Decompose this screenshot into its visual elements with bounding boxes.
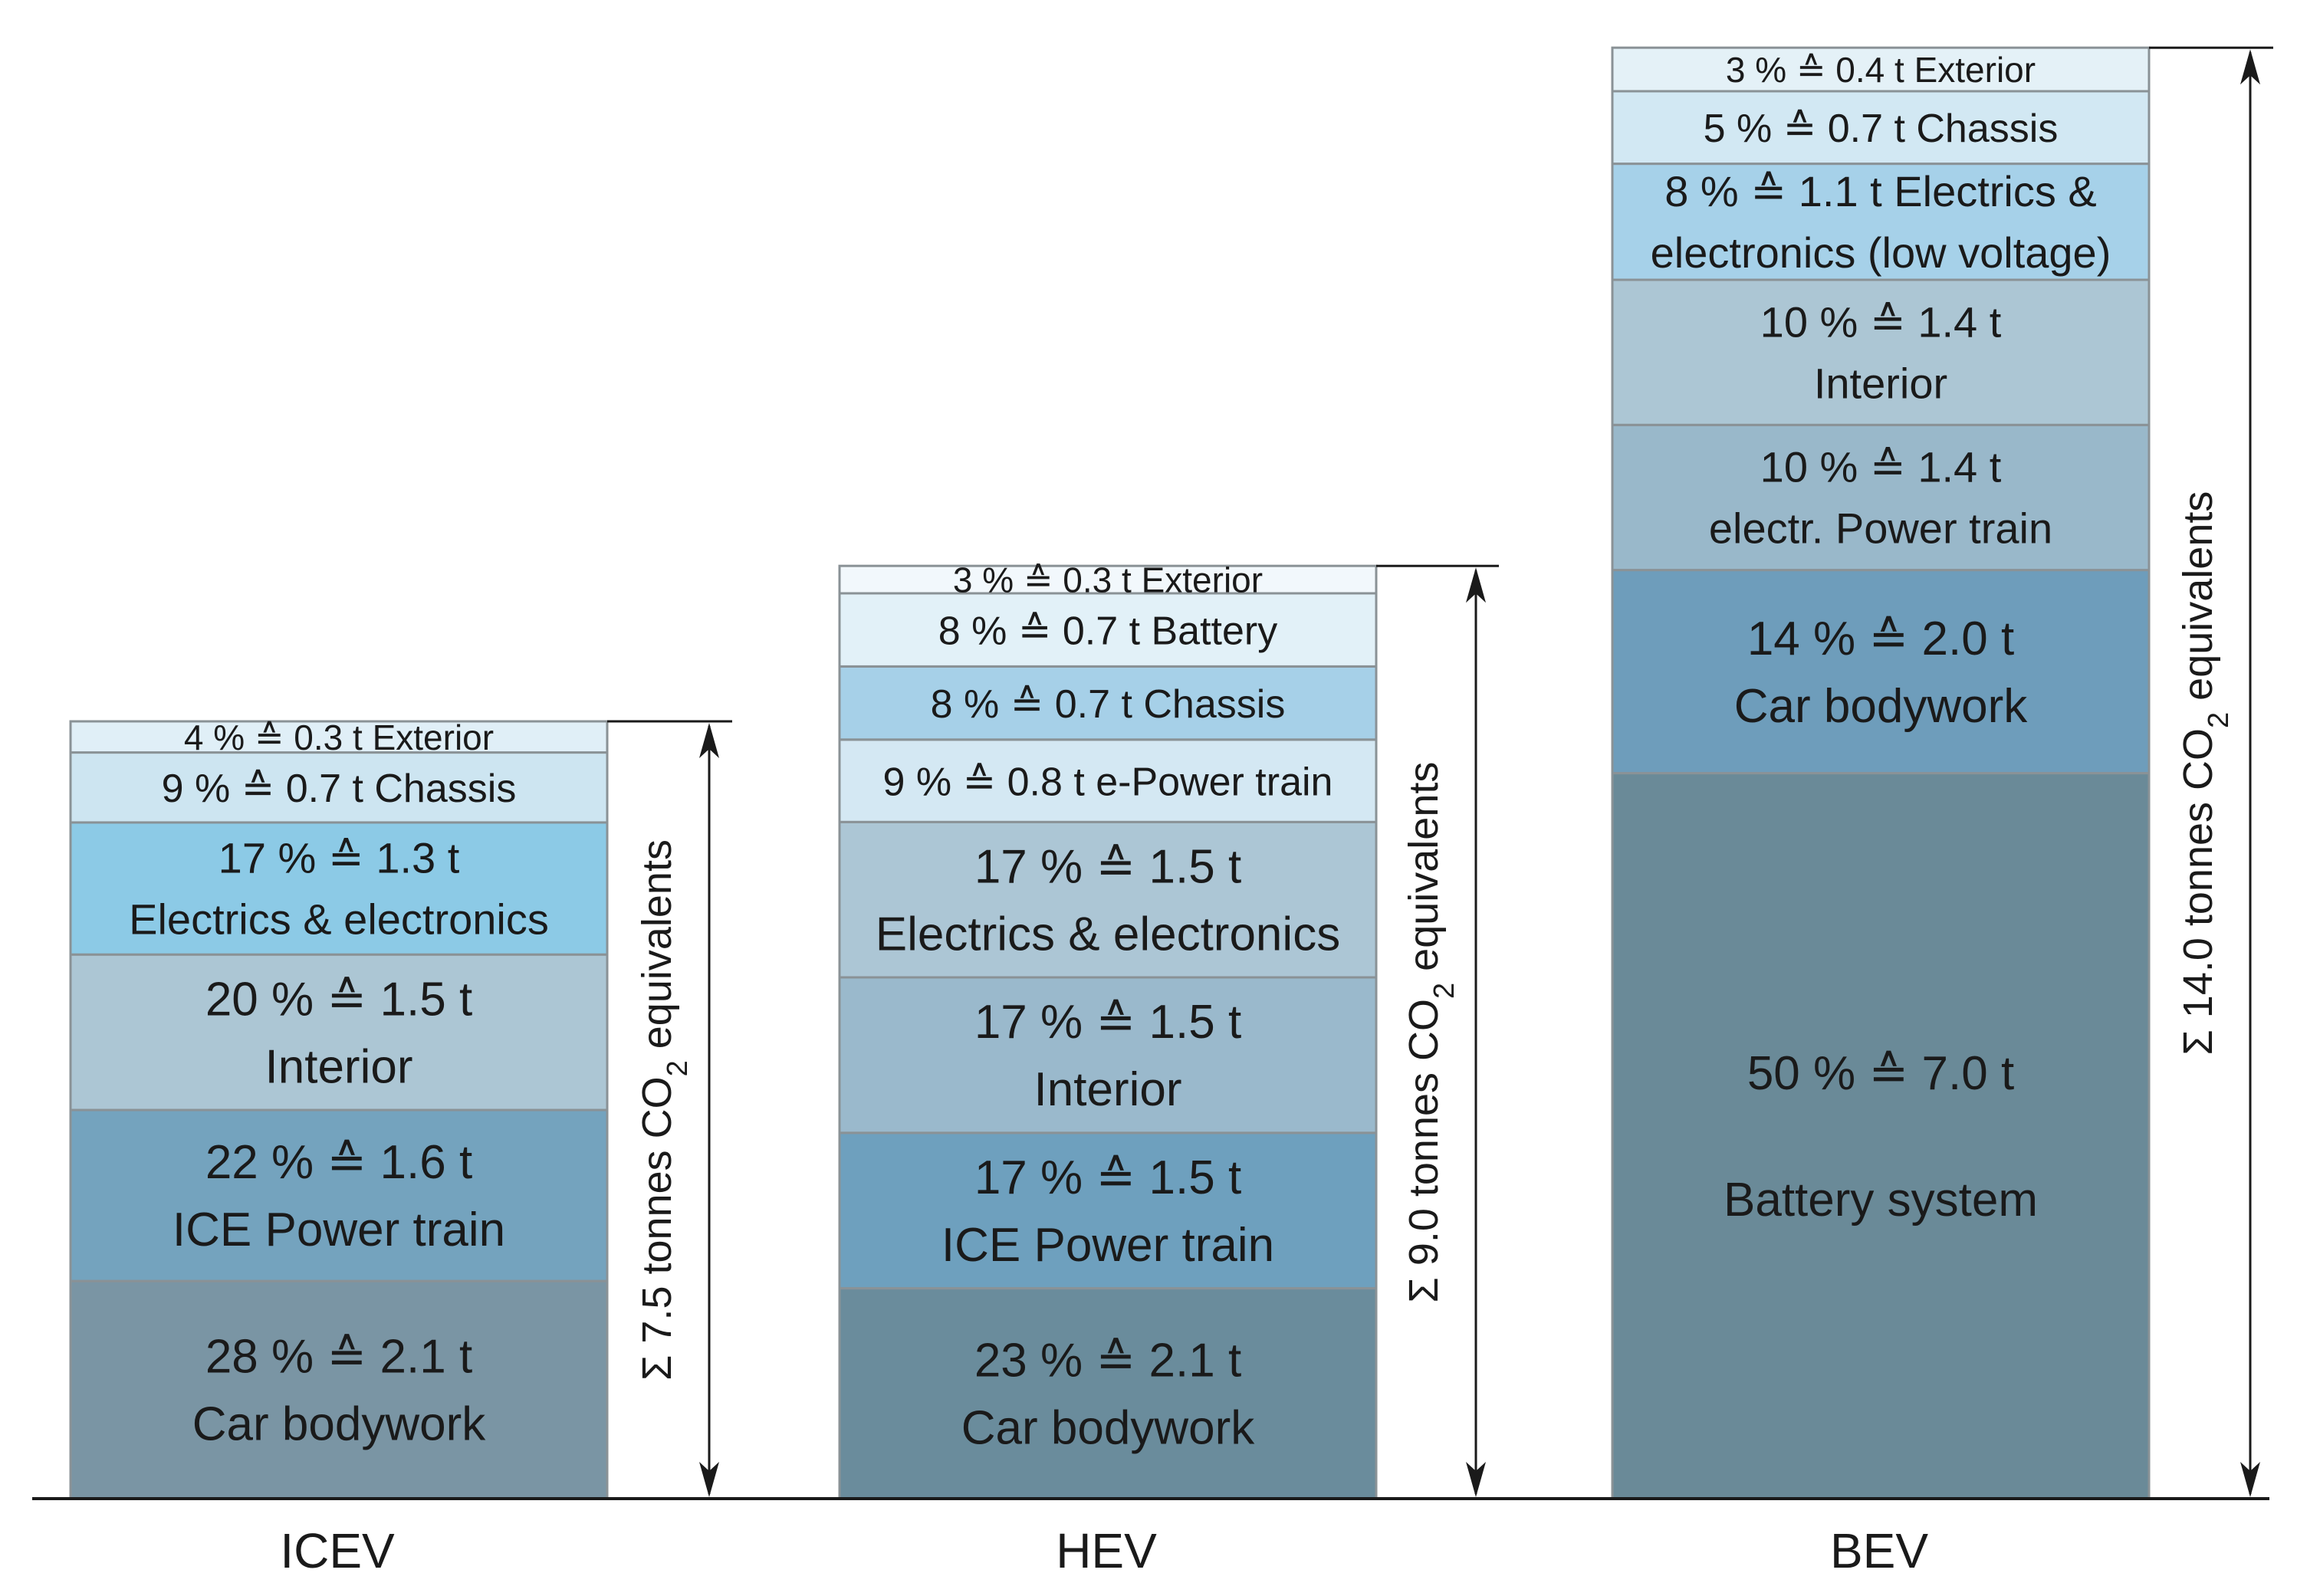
stack-hev: 23 % ≙ 2.1 t Car bodywork 17 % ≙ 1.5 t ICE …: [838, 560, 1378, 1500]
total-label-subscript: 2: [662, 1060, 694, 1076]
segment-value-label: 14 % ≙ 2.0 t: [1747, 612, 2014, 665]
total-label-main: Σ 14.0 tonnes CO: [2175, 728, 2221, 1056]
total-label-suffix: equivalents: [1401, 762, 1447, 983]
total-label-subscript: 2: [2203, 712, 2235, 728]
segment-name-label: Interior: [265, 1040, 413, 1093]
segment-value-label: 17 % ≙ 1.5 t: [974, 996, 1241, 1049]
segment-label: 4 % ≙ 0.3 t Exterior: [184, 718, 494, 757]
arrow-head-down-icon: [2240, 1462, 2260, 1497]
category-label-icev: ICEV: [280, 1523, 395, 1578]
segment-value-label: 28 % ≙ 2.1 t: [205, 1331, 472, 1384]
bar-segment-interior: [69, 953, 609, 1112]
segment-label: 3 % ≙ 0.4 t Exterior: [1726, 50, 2036, 90]
total-label-subscript: 2: [1428, 983, 1461, 999]
segment-label: 8 % ≙ 0.7 t Battery: [938, 609, 1277, 653]
segment-name-label: Car bodywork: [1734, 680, 2028, 733]
arrow-head-down-icon: [1466, 1462, 1486, 1497]
bar-segment-electrics-electronics-low-voltage: [1611, 163, 2151, 281]
segment-value-label: 23 % ≙ 2.1 t: [974, 1335, 1241, 1387]
bar-segment-car-bodywork: [69, 1279, 609, 1500]
bars-layer: 28 % ≙ 2.1 t Car bodywork 22 % ≙ 1.6 t ICE …: [69, 46, 2151, 1500]
stack-bev: 50 % ≙ 7.0 t Battery system 14 % ≙ 2.0 t Ca…: [1611, 46, 2151, 1500]
segment-value-label: 50 % ≙ 7.0 t: [1747, 1047, 2014, 1100]
total-label-suffix: equivalents: [2175, 491, 2221, 712]
bar-segment-exterior: [838, 564, 1378, 595]
segment-label: 5 % ≙ 0.7 t Chassis: [1704, 107, 2059, 151]
total-label-main: Σ 7.5 tonnes CO: [634, 1076, 680, 1381]
segment-name-label: Car bodywork: [192, 1398, 486, 1451]
arrow-head-up-icon: [2240, 49, 2260, 85]
segment-label: 9 % ≙ 0.7 t Chassis: [162, 767, 517, 811]
segment-label: 8 % ≙ 0.7 t Chassis: [931, 682, 1286, 727]
arrow-head-down-icon: [699, 1462, 719, 1497]
segment-value-label: 17 % ≙ 1.3 t: [219, 834, 460, 882]
bar-segment-ice-power-train: [838, 1131, 1378, 1290]
bar-segment-e-power-train: [838, 738, 1378, 823]
bar-segment-electr-power-train: [1611, 423, 2151, 572]
stack-icev: 28 % ≙ 2.1 t Car bodywork 22 % ≙ 1.6 t ICE …: [69, 718, 609, 1500]
bar-segment-chassis: [69, 751, 609, 824]
arrow-head-up-icon: [1466, 567, 1486, 603]
segment-name-label: Battery system: [1724, 1174, 2038, 1227]
segment-value-label: 22 % ≙ 1.6 t: [205, 1136, 472, 1189]
segment-name-label: Interior: [1814, 359, 1947, 407]
segment-label: 9 % ≙ 0.8 t e-Power train: [883, 760, 1333, 804]
total-annotation-hev: Σ 9.0 tonnes CO2 equivalents: [1376, 564, 1499, 1497]
arrow-head-up-icon: [699, 723, 719, 758]
segment-value-label: 17 % ≙ 1.5 t: [974, 1151, 1241, 1204]
total-label: Σ 7.5 tonnes CO2 equivalents: [634, 839, 694, 1381]
bar-segment-exterior: [69, 720, 609, 754]
bar-segment-exterior: [1611, 46, 2151, 93]
segment-value-label: 20 % ≙ 1.5 t: [205, 973, 472, 1026]
category-label-bev: BEV: [1830, 1523, 1928, 1578]
total-label-main: Σ 9.0 tonnes CO: [1401, 999, 1447, 1303]
bar-segment-interior: [838, 976, 1378, 1135]
segment-name-label: Car bodywork: [961, 1402, 1255, 1455]
bar-segment-car-bodywork: [838, 1287, 1378, 1500]
segment-name-label: electr. Power train: [1709, 504, 2052, 553]
segment-name-label: ICE Power train: [941, 1219, 1274, 1272]
bar-segment-battery-system: [1611, 772, 2151, 1500]
segment-value-label: 17 % ≙ 1.5 t: [974, 840, 1241, 893]
total-label: Σ 14.0 tonnes CO2 equivalents: [2175, 491, 2235, 1056]
segment-name-label: Electrics & electronics: [876, 908, 1340, 961]
category-label-hev: HEV: [1056, 1523, 1157, 1578]
bar-segment-ice-power-train: [69, 1108, 609, 1282]
segment-name-label: Interior: [1034, 1063, 1182, 1116]
segment-name-label: Electrics & electronics: [129, 895, 549, 944]
total-annotation-icev: Σ 7.5 tonnes CO2 equivalents: [607, 720, 732, 1497]
bar-segment-chassis: [838, 665, 1378, 741]
total-label-suffix: equivalents: [634, 839, 680, 1060]
segment-value-label: 10 % ≙ 1.4 t: [1760, 443, 2002, 491]
segment-label: 3 % ≙ 0.3 t Exterior: [953, 560, 1263, 600]
segment-name-label: electronics (low voltage): [1651, 228, 2111, 277]
segment-value-label: 8 % ≙ 1.1 t Electrics &: [1664, 167, 2097, 215]
bar-segment-battery: [838, 592, 1378, 668]
segment-value-label: 10 % ≙ 1.4 t: [1760, 297, 2002, 346]
bar-segment-electrics-electronics: [838, 820, 1378, 979]
bar-segment-car-bodywork: [1611, 569, 2151, 775]
category-labels-layer: ICEV HEV BEV: [280, 1523, 1928, 1578]
bar-segment-chassis: [1611, 90, 2151, 166]
segment-name-label: ICE Power train: [173, 1204, 505, 1256]
total-annotation-bev: Σ 14.0 tonnes CO2 equivalents: [2149, 46, 2273, 1497]
total-label: Σ 9.0 tonnes CO2 equivalents: [1401, 762, 1461, 1303]
